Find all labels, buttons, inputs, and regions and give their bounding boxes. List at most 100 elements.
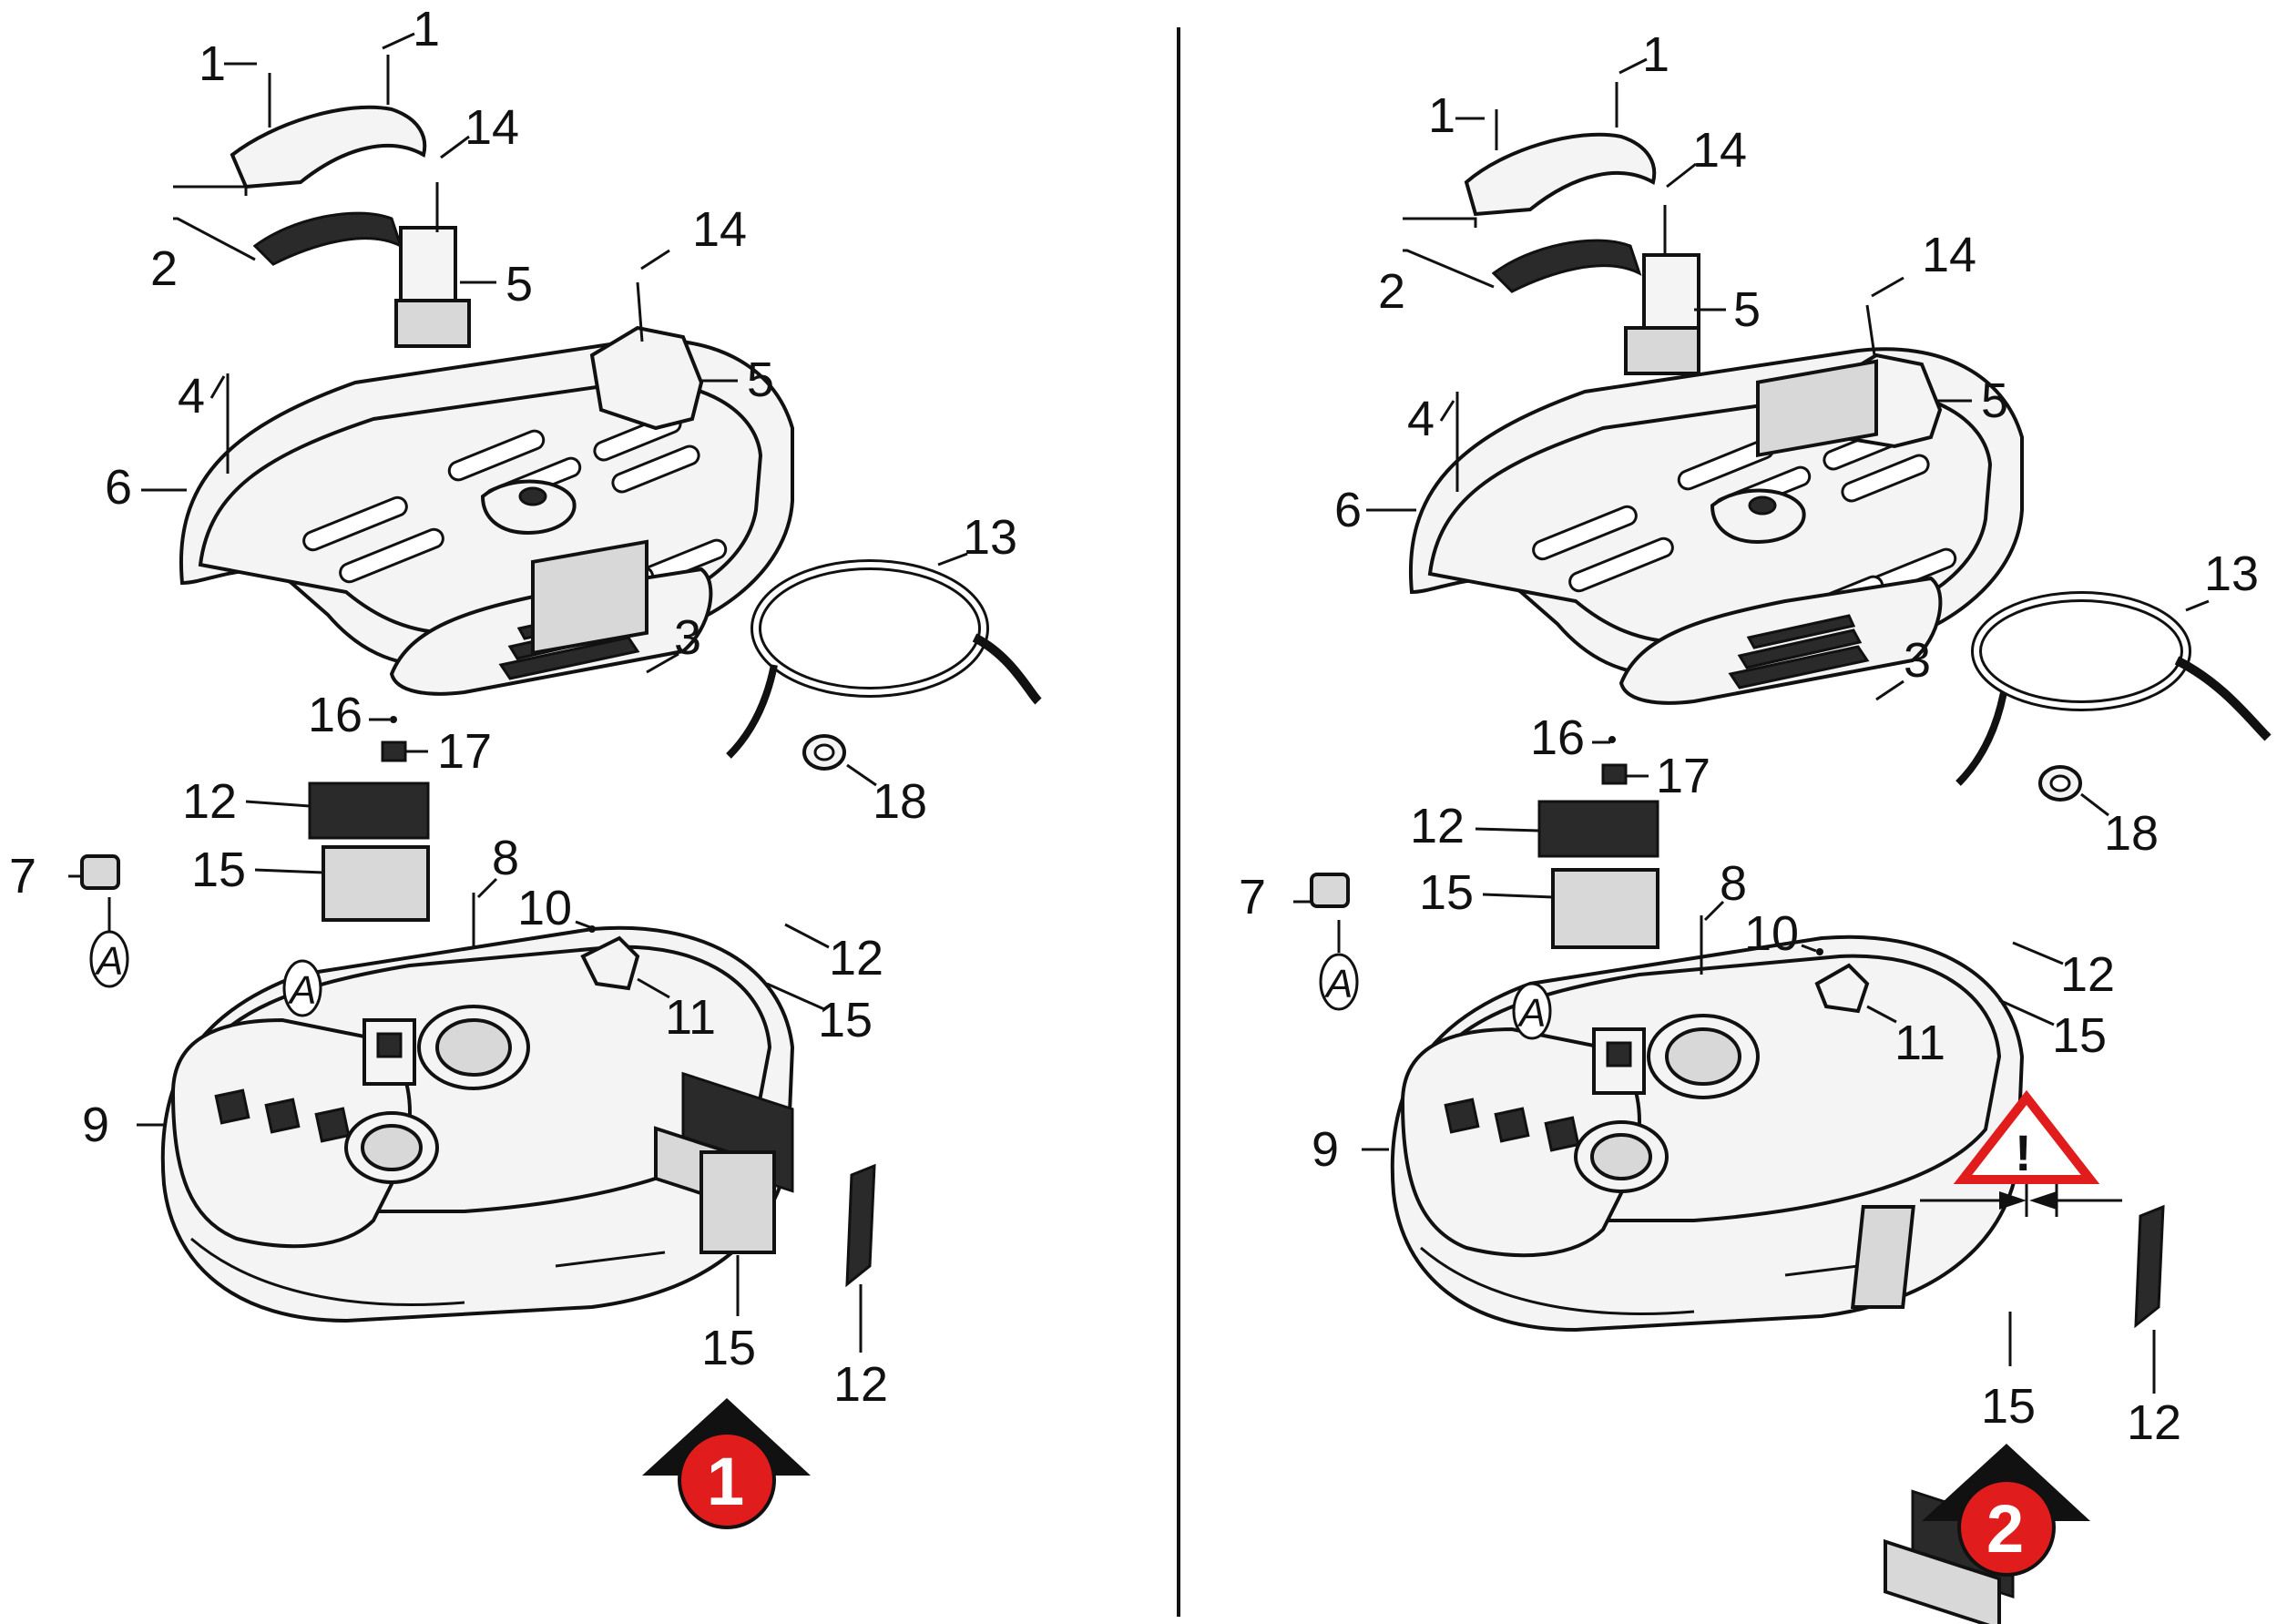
label-14a-2: 14	[1692, 123, 1747, 178]
label-13: 13	[963, 510, 1017, 565]
label-15b: 15	[818, 993, 873, 1047]
mount-5a-2	[1642, 253, 1700, 330]
warning-symbol: !	[2015, 1124, 2032, 1181]
panel-step-2: ! A A	[1239, 27, 2272, 1624]
label-3-2: 3	[1904, 633, 1931, 688]
label-11: 11	[665, 990, 716, 1045]
pin-16	[390, 716, 397, 723]
screw-10-2	[1816, 948, 1823, 955]
label-18: 18	[873, 774, 927, 829]
filter-15c-compressed	[1850, 1205, 1915, 1309]
reference-label-a-2: A	[1323, 962, 1353, 1006]
step-number-1: 1	[707, 1444, 744, 1519]
label-12b: 12	[829, 931, 883, 986]
label-16: 16	[308, 688, 362, 742]
label-4: 4	[178, 369, 205, 424]
label-8: 8	[492, 831, 519, 885]
label-2: 2	[150, 241, 178, 296]
vent-grill-12a-2	[1537, 800, 1659, 858]
label-14b: 14	[692, 202, 747, 257]
label-10-2: 10	[1744, 906, 1799, 961]
button-7	[80, 854, 120, 890]
filter-15a	[322, 845, 430, 922]
mount-5a-base-2	[1624, 326, 1700, 375]
label-5a-2: 5	[1733, 282, 1761, 337]
reference-label-a: A	[94, 939, 123, 984]
label-7: 7	[9, 849, 36, 904]
label-4-2: 4	[1407, 392, 1435, 446]
label-12a: 12	[182, 774, 237, 829]
label-12b-2: 12	[2060, 947, 2115, 1002]
reference-label-a2-2: A	[1516, 991, 1546, 1036]
label-15a-2: 15	[1419, 865, 1474, 920]
label-10: 10	[517, 881, 572, 935]
label-12a-2: 12	[1410, 799, 1465, 853]
warning-triangle-icon: !	[1953, 1089, 2100, 1184]
mount-5b	[589, 325, 704, 431]
label-3: 3	[674, 610, 701, 665]
label-17: 17	[437, 724, 492, 779]
labels-panel-1: 1 1 14 14 2 5 5 4 6 13 3 16 17 12 18 7 1…	[9, 2, 1017, 1412]
label-5b-2: 5	[1981, 373, 2008, 428]
reference-circle-a	[89, 930, 129, 988]
filter-3	[531, 539, 648, 656]
leader-lines	[68, 32, 968, 1353]
mount-5a	[399, 226, 457, 302]
step-number-2: 2	[1986, 1491, 2024, 1567]
label-11-2: 11	[1894, 1016, 1945, 1070]
handle-cover-2	[1464, 132, 1657, 217]
leader-lines-2	[1293, 57, 2210, 1394]
filter-3-2	[1756, 359, 1878, 458]
filter-15a-2	[1551, 868, 1659, 949]
screw-14b-2	[1865, 304, 1876, 356]
vent-12c-2	[2134, 1204, 2165, 1329]
label-8-2: 8	[1720, 856, 1747, 911]
screw-14b	[636, 281, 644, 342]
vent-12c	[845, 1163, 876, 1288]
step-badge-2: 2	[1922, 1444, 2090, 1577]
label-9: 9	[82, 1098, 109, 1152]
handle-grip-2	[1491, 239, 1642, 293]
mount-5a-base	[394, 299, 471, 348]
label-17-2: 17	[1656, 749, 1710, 803]
label-18-2: 18	[2104, 806, 2159, 861]
label-5a: 5	[505, 257, 533, 312]
reference-label-a2: A	[287, 968, 316, 1013]
label-14a: 14	[465, 100, 519, 155]
label-6-2: 6	[1334, 483, 1362, 537]
label-15b-2: 15	[2052, 1008, 2107, 1063]
reference-circle-a2	[282, 959, 322, 1017]
button-7-2	[1310, 873, 1350, 908]
handle-grip	[252, 211, 403, 266]
label-12c-2: 12	[2127, 1395, 2181, 1450]
label-12c: 12	[833, 1357, 888, 1412]
label-15c-2: 15	[1981, 1379, 2036, 1434]
label-7-2: 7	[1239, 870, 1266, 924]
label-1b-2: 1	[1428, 88, 1455, 143]
label-5b: 5	[747, 352, 774, 407]
connector-17	[381, 741, 407, 762]
vent-grill-12a	[308, 781, 430, 840]
label-6: 6	[105, 460, 132, 515]
step-badge-1: 1	[642, 1398, 811, 1529]
label-15c: 15	[701, 1321, 756, 1375]
latch-11	[580, 935, 640, 991]
base-housing-2	[1390, 935, 2024, 1332]
label-13-2: 13	[2204, 546, 2259, 601]
connector-17-2	[1601, 763, 1628, 785]
label-1b: 1	[199, 36, 226, 91]
filter-15c	[699, 1150, 776, 1254]
label-1a-2: 1	[1642, 27, 1669, 82]
label-16-2: 16	[1530, 710, 1585, 765]
label-1a: 1	[413, 2, 440, 56]
panel-step-1: A A	[9, 2, 1042, 1529]
filter-15b-2	[1884, 1538, 2001, 1624]
label-15a: 15	[191, 843, 246, 897]
labels-panel-2: 1 1 14 14 2 5 5 4 6 13 3 16 17 12 18 7 1…	[1239, 27, 2259, 1450]
latch-11-2	[1814, 963, 1870, 1014]
label-2-2: 2	[1378, 264, 1405, 319]
reference-circle-a2-2	[1512, 982, 1552, 1040]
label-9-2: 9	[1312, 1122, 1339, 1177]
handle-cover	[230, 105, 427, 189]
